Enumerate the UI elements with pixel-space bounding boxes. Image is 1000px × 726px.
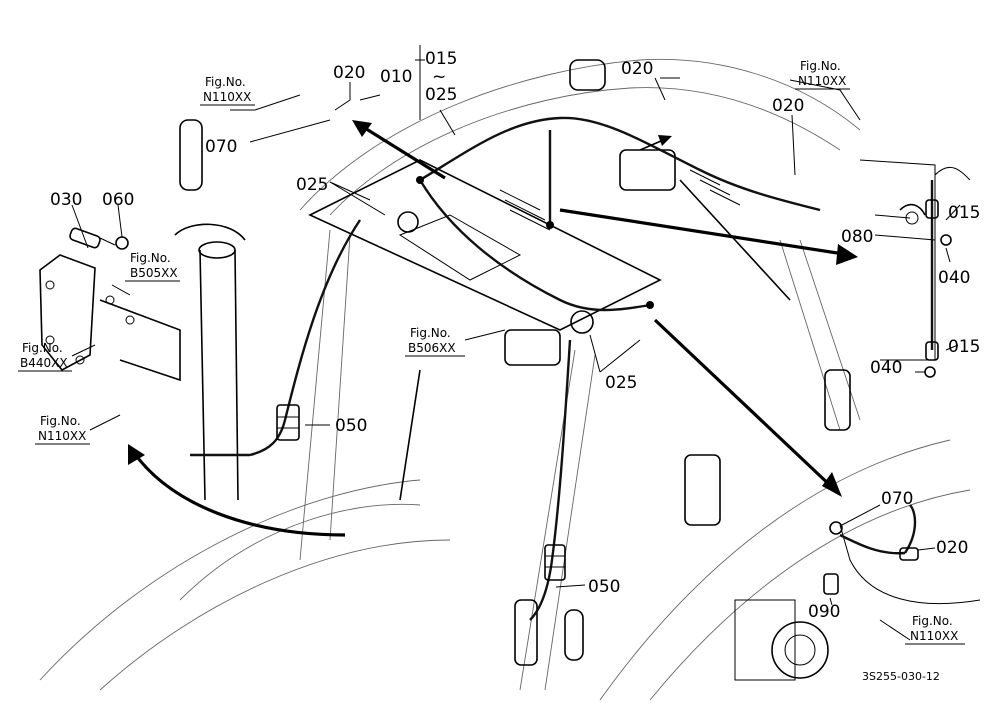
left-inset-bracket [39, 227, 181, 382]
part-070: 070 [205, 137, 237, 157]
fig-code: B440XX [20, 356, 68, 370]
range-to: 025 [425, 85, 457, 105]
fig-ref-b505: Fig.No. B505XX [125, 251, 180, 282]
fig-code: N110XX [910, 629, 958, 643]
range-from: 015 [425, 49, 457, 69]
fig-ref-n110-left: Fig.No. N110XX [35, 414, 90, 445]
part-025: 025 [605, 373, 637, 393]
part-015: 015 [948, 203, 980, 223]
fig-code: N110XX [38, 429, 86, 443]
fig-prefix: Fig.No. [205, 75, 246, 89]
bottom-right-inset [823, 504, 981, 605]
part-020: 020 [621, 59, 653, 79]
clamp-050-left [276, 404, 300, 441]
fig-ref-top-left: Fig.No. N110XX [200, 75, 255, 106]
part-080: 080 [841, 227, 873, 247]
fig-prefix: Fig.No. [410, 326, 451, 340]
part-015: 015 [948, 337, 980, 357]
leader-lines [71, 45, 961, 641]
fig-code: B506XX [408, 341, 456, 355]
fig-prefix: Fig.No. [22, 341, 63, 355]
right-inset-post [859, 159, 971, 378]
fig-ref-b506: Fig.No. B506XX [405, 326, 465, 357]
wiring-harness [190, 116, 821, 621]
fig-prefix: Fig.No. [912, 614, 953, 628]
fig-ref-b440: Fig.No. B440XX [18, 341, 72, 372]
drawing-code: 3S255-030-12 [862, 670, 940, 683]
part-025: 025 [296, 175, 328, 195]
part-070: 070 [881, 489, 913, 509]
fig-prefix: Fig.No. [130, 251, 171, 265]
clamp-050-bottom [544, 544, 566, 581]
fig-prefix: Fig.No. [40, 414, 81, 428]
part-050: 050 [588, 577, 620, 597]
part-040: 040 [938, 268, 970, 288]
direction-arrows [128, 120, 858, 537]
part-group-010: 010 [380, 67, 412, 87]
part-090: 090 [808, 602, 840, 622]
fig-ref-top-right: Fig.No. N110XX [795, 59, 850, 90]
part-020: 020 [772, 96, 804, 116]
fig-code: N110XX [203, 90, 251, 104]
part-labels: 020 070 025 030 060 020 020 015 080 040 … [50, 59, 980, 622]
fig-ref-bottom-right: Fig.No. N110XX [905, 614, 965, 645]
part-030: 030 [50, 190, 82, 210]
fig-code: B505XX [130, 266, 178, 280]
part-range-label: 010 015 ~ 025 [380, 49, 457, 105]
range-tilde: ~ [432, 67, 446, 87]
part-020: 020 [333, 63, 365, 83]
part-050: 050 [335, 416, 367, 436]
cab-frame-sketch [39, 58, 971, 701]
fig-code: N110XX [798, 74, 846, 88]
part-020: 020 [936, 538, 968, 558]
fig-prefix: Fig.No. [800, 59, 841, 73]
part-060: 060 [102, 190, 134, 210]
part-040: 040 [870, 358, 902, 378]
